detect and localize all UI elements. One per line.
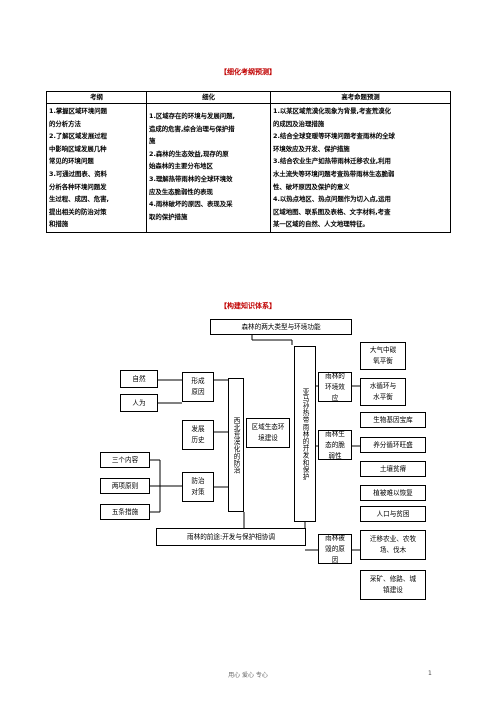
northwest-desertification-box: 西北荒漠化的防治 [228, 378, 244, 512]
two-principles-box: 两项原则 [100, 478, 150, 494]
outline-line: 1.掌握区域环境问题 [49, 107, 107, 115]
prediction-line: 性、破坏原因及保护的意义 [273, 182, 350, 191]
regional-eco-box: 区域生态环境建设 [246, 418, 290, 448]
destruction-cause-box: 雨林被毁的原因 [318, 534, 352, 564]
prediction-cell: 1.以某区域荒漠化现象为背景,考查荒漠化 的成因及治理措施 2.结合全球变暖等环… [270, 103, 451, 233]
outline-line: 生过程、成因、危害, [49, 195, 109, 204]
formation-cause-box: 形成原因 [182, 372, 214, 402]
gene-bank-box: 生物基因宝库 [360, 412, 426, 428]
prevention-measures-box: 防治对策 [182, 472, 214, 502]
population-poverty-box: 人口与贫困 [360, 506, 426, 522]
detail-line: 1.区域存在的环境与发展问题, [149, 112, 235, 120]
prediction-line: 的成因及治理措施 [273, 119, 325, 128]
detail-line: 应及生态脆弱性的表现 [149, 187, 213, 196]
detail-line: 始森林的主要分布地区 [149, 162, 213, 171]
table-header-row: 考纲 细化 高考命题预测 [46, 91, 451, 104]
prediction-line: 4.以热点地区、热点问题作为切入点,运用 [273, 195, 391, 204]
detail-line: 2.森林的生态效益,现存的原 [149, 149, 229, 158]
northwest-desertification-label: 西北荒漠化的防治 [232, 416, 240, 474]
prediction-line: 某一区域的自然、人文地理特征。 [273, 220, 369, 229]
amazon-rainforest-box: 亚马孙热带雨林的开发和保护 [294, 346, 316, 522]
three-contents-box: 三个内容 [100, 452, 150, 468]
page-number: 1 [428, 670, 432, 677]
prediction-line: 2.结合全球变暖等环境问题考查雨林的全球 [273, 132, 395, 141]
prediction-line: 1.以某区域荒漠化现象为背景,考查荒漠化 [273, 107, 391, 115]
env-effect-box: 雨林的环境效应 [318, 372, 352, 402]
prediction-line: 3.结合农业生产如热带雨林迁移农业,利用 [273, 157, 391, 166]
five-measures-box: 五条措施 [100, 504, 150, 520]
footer-motto: 用心 爱心 专心 [228, 672, 268, 679]
table-row: 1.掌握区域环境问题 的分析方法 2.了解区域发展过程 中影响区域发展几种 常见… [46, 103, 451, 233]
header-prediction: 高考命题预测 [270, 91, 451, 104]
outline-cell: 1.掌握区域环境问题 的分析方法 2.了解区域发展过程 中影响区域发展几种 常见… [46, 103, 147, 233]
poor-soil-box: 土壤贫瘠 [360, 461, 426, 477]
detail-line: 造成的危害,综合治理与保护措 [149, 124, 235, 133]
migration-farming-box: 迁移农业、农牧场、伐木 [360, 530, 426, 560]
vegetation-recovery-box: 植被难以恢复 [360, 485, 426, 501]
carbon-oxygen-box: 大气中碳氧平衡 [360, 342, 406, 370]
section-title-refined: 【细化考纲预测】 [220, 68, 276, 76]
rainforest-future-box: 雨林的前途:开发与保护相协调 [156, 528, 306, 546]
water-cycle-box: 水循环与水平衡 [360, 378, 406, 406]
outline-line: 2.了解区域发展过程 [49, 132, 107, 141]
natural-box: 自然 [120, 370, 158, 388]
nutrient-cycle-box: 养分循环旺盛 [360, 437, 426, 453]
outline-line: 常见的环境问题 [49, 157, 94, 166]
outline-line: 分析各种环境问题发 [49, 182, 107, 191]
outline-line: 和措施 [49, 220, 69, 229]
prediction-line: 水土流失等环境问题考查热带雨林生态脆弱 [273, 169, 395, 178]
outline-line: 提出相关的防治对策 [49, 207, 107, 216]
prediction-line: 区域地图、联系图及表格、文字材料,考查 [273, 207, 391, 216]
outline-line: 的分析方法 [49, 119, 81, 128]
fragility-box: 雨林生态的脆弱性 [318, 430, 352, 460]
detail-line: 施 [149, 137, 156, 146]
detail-cell: 1.区域存在的环境与发展问题, 造成的危害,综合治理与保护措 施 2.森林的生态… [146, 103, 271, 233]
outline-line: 中影响区域发展几种 [49, 144, 107, 153]
outline-line: 3.可通过图表、资料 [49, 169, 107, 178]
development-history-box: 发展历史 [182, 420, 214, 450]
prediction-line: 环境效应及开发、保护措施 [273, 144, 350, 153]
section-title-knowledge: 【构建知识体系】 [220, 302, 276, 310]
exam-outline-table: 考纲 细化 高考命题预测 1.掌握区域环境问题 的分析方法 2.了解区域发展过程… [46, 91, 451, 233]
detail-line: 取的保护措施 [149, 212, 188, 221]
forest-types-box: 森林的两大类型与环境功能 [210, 319, 352, 335]
amazon-rainforest-label: 亚马孙热带雨林的开发和保护 [301, 387, 309, 481]
detail-line: 3.理解热带雨林的全球环境效 [149, 174, 233, 183]
human-box: 人为 [120, 394, 158, 412]
detail-line: 4.雨林破坏的原因、表现及采 [149, 200, 233, 209]
mining-roads-box: 采矿、修路、城镇建设 [360, 570, 426, 600]
